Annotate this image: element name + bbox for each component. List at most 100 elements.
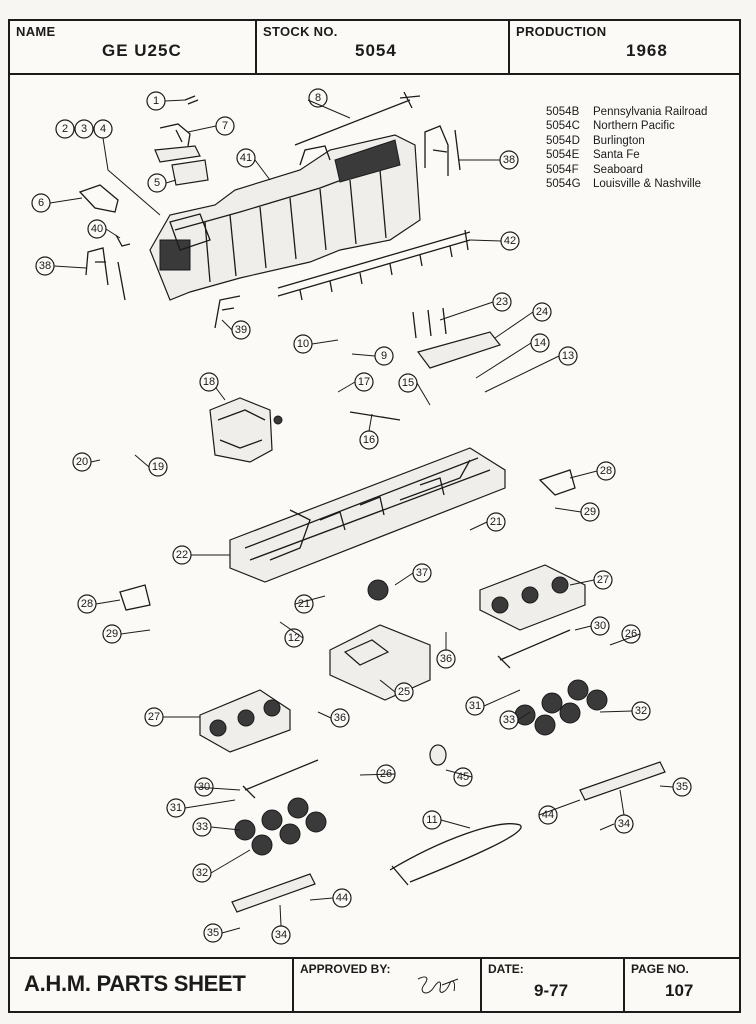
- callout: 25: [394, 682, 414, 702]
- svg-text:29: 29: [584, 506, 596, 518]
- svg-text:24: 24: [536, 306, 548, 318]
- callout: 21: [294, 594, 314, 614]
- variant-code: 5054G: [546, 178, 581, 191]
- callout: 29: [580, 502, 600, 522]
- callout: 34: [614, 814, 634, 834]
- date-cell: DATE: 9-77: [482, 959, 625, 1011]
- callout: 36: [436, 649, 456, 669]
- callout: 27: [144, 707, 164, 727]
- callout: 27: [593, 570, 613, 590]
- callout: 44: [538, 805, 558, 825]
- bottom-plate-right: [579, 761, 666, 801]
- wheelsets-right: [514, 679, 608, 736]
- horn: [184, 95, 199, 105]
- headlight-bracket: [159, 123, 191, 147]
- variant-road: Pennsylvania Railroad: [593, 106, 708, 118]
- callout: 6: [31, 193, 51, 213]
- callout: 19: [148, 457, 168, 477]
- svg-text:33: 33: [503, 714, 515, 726]
- svg-text:26: 26: [625, 628, 637, 640]
- page-value: 107: [665, 981, 694, 1000]
- svg-text:36: 36: [440, 653, 452, 665]
- svg-text:22: 22: [176, 549, 188, 561]
- callout: 18: [199, 372, 219, 392]
- callout: 32: [192, 863, 212, 883]
- variant-code: 5054C: [546, 120, 580, 133]
- svg-text:23: 23: [496, 296, 508, 308]
- handrail-rod: [294, 91, 421, 146]
- svg-text:35: 35: [676, 781, 688, 793]
- callout: 22: [172, 545, 192, 565]
- drive-shaft-left: [242, 759, 319, 799]
- svg-text:20: 20: [76, 456, 88, 468]
- approved-cell: APPROVED BY:: [294, 959, 482, 1011]
- svg-text:16: 16: [363, 434, 375, 446]
- end-railing-front: [85, 247, 126, 301]
- callout: 40: [87, 219, 107, 239]
- svg-text:34: 34: [275, 929, 287, 941]
- svg-text:1: 1: [153, 95, 159, 107]
- header-row: NAME GE U25C STOCK NO. 5054 PRODUCTION 1…: [10, 21, 739, 75]
- svg-text:39: 39: [235, 324, 247, 336]
- callout: 3: [74, 119, 94, 139]
- svg-text:14: 14: [534, 337, 546, 349]
- svg-text:35: 35: [207, 927, 219, 939]
- stock-value: 5054: [355, 41, 397, 60]
- truck-assembly-left: [199, 689, 291, 753]
- callout: 30: [590, 616, 610, 636]
- callout: 33: [192, 817, 212, 837]
- svg-text:18: 18: [203, 376, 215, 388]
- date-value: 9-77: [534, 981, 569, 1000]
- svg-text:45: 45: [457, 771, 469, 783]
- frame-weight: [329, 624, 431, 701]
- variant-code: 5054E: [546, 149, 580, 162]
- svg-text:19: 19: [152, 461, 164, 473]
- callout: 29: [102, 624, 122, 644]
- approval-signature: [417, 976, 459, 994]
- callout: 33: [499, 710, 519, 730]
- variant-row: 5054G Louisville & Nashville: [546, 177, 707, 191]
- stock-cell: STOCK NO. 5054: [257, 21, 510, 73]
- motor: [209, 397, 283, 463]
- svg-text:27: 27: [148, 711, 160, 723]
- svg-text:44: 44: [336, 892, 348, 904]
- svg-text:29: 29: [106, 628, 118, 640]
- step-railing: [214, 295, 241, 329]
- callout: 39: [231, 320, 251, 340]
- callout: 11: [422, 810, 442, 830]
- variant-road: Louisville & Nashville: [593, 178, 702, 191]
- callout: 24: [532, 302, 552, 322]
- callout: 15: [398, 373, 418, 393]
- callout: 34: [271, 925, 291, 945]
- svg-text:25: 25: [398, 686, 410, 698]
- svg-text:10: 10: [297, 338, 309, 350]
- svg-text:6: 6: [38, 197, 44, 209]
- svg-text:8: 8: [315, 92, 321, 104]
- svg-text:12: 12: [288, 632, 300, 644]
- svg-text:37: 37: [416, 567, 428, 579]
- svg-text:31: 31: [469, 700, 481, 712]
- svg-text:21: 21: [490, 516, 502, 528]
- callout: 32: [631, 701, 651, 721]
- svg-text:15: 15: [402, 377, 414, 389]
- sheet-title-cell: A.H.M. PARTS SHEET: [10, 959, 294, 1011]
- svg-text:33: 33: [196, 821, 208, 833]
- svg-text:7: 7: [222, 120, 228, 132]
- contact-block: [416, 331, 501, 369]
- callout: 10: [293, 334, 313, 354]
- stock-label: STOCK NO.: [263, 24, 338, 39]
- svg-text:32: 32: [196, 867, 208, 879]
- worm-gear: [367, 579, 389, 601]
- svg-text:4: 4: [100, 123, 106, 135]
- svg-text:17: 17: [358, 376, 370, 388]
- production-value: 1968: [626, 41, 668, 60]
- variant-code: 5054D: [546, 134, 580, 147]
- callout: 28: [596, 461, 616, 481]
- production-label: PRODUCTION: [516, 24, 607, 39]
- callout: 37: [412, 563, 432, 583]
- callout: 31: [166, 798, 186, 818]
